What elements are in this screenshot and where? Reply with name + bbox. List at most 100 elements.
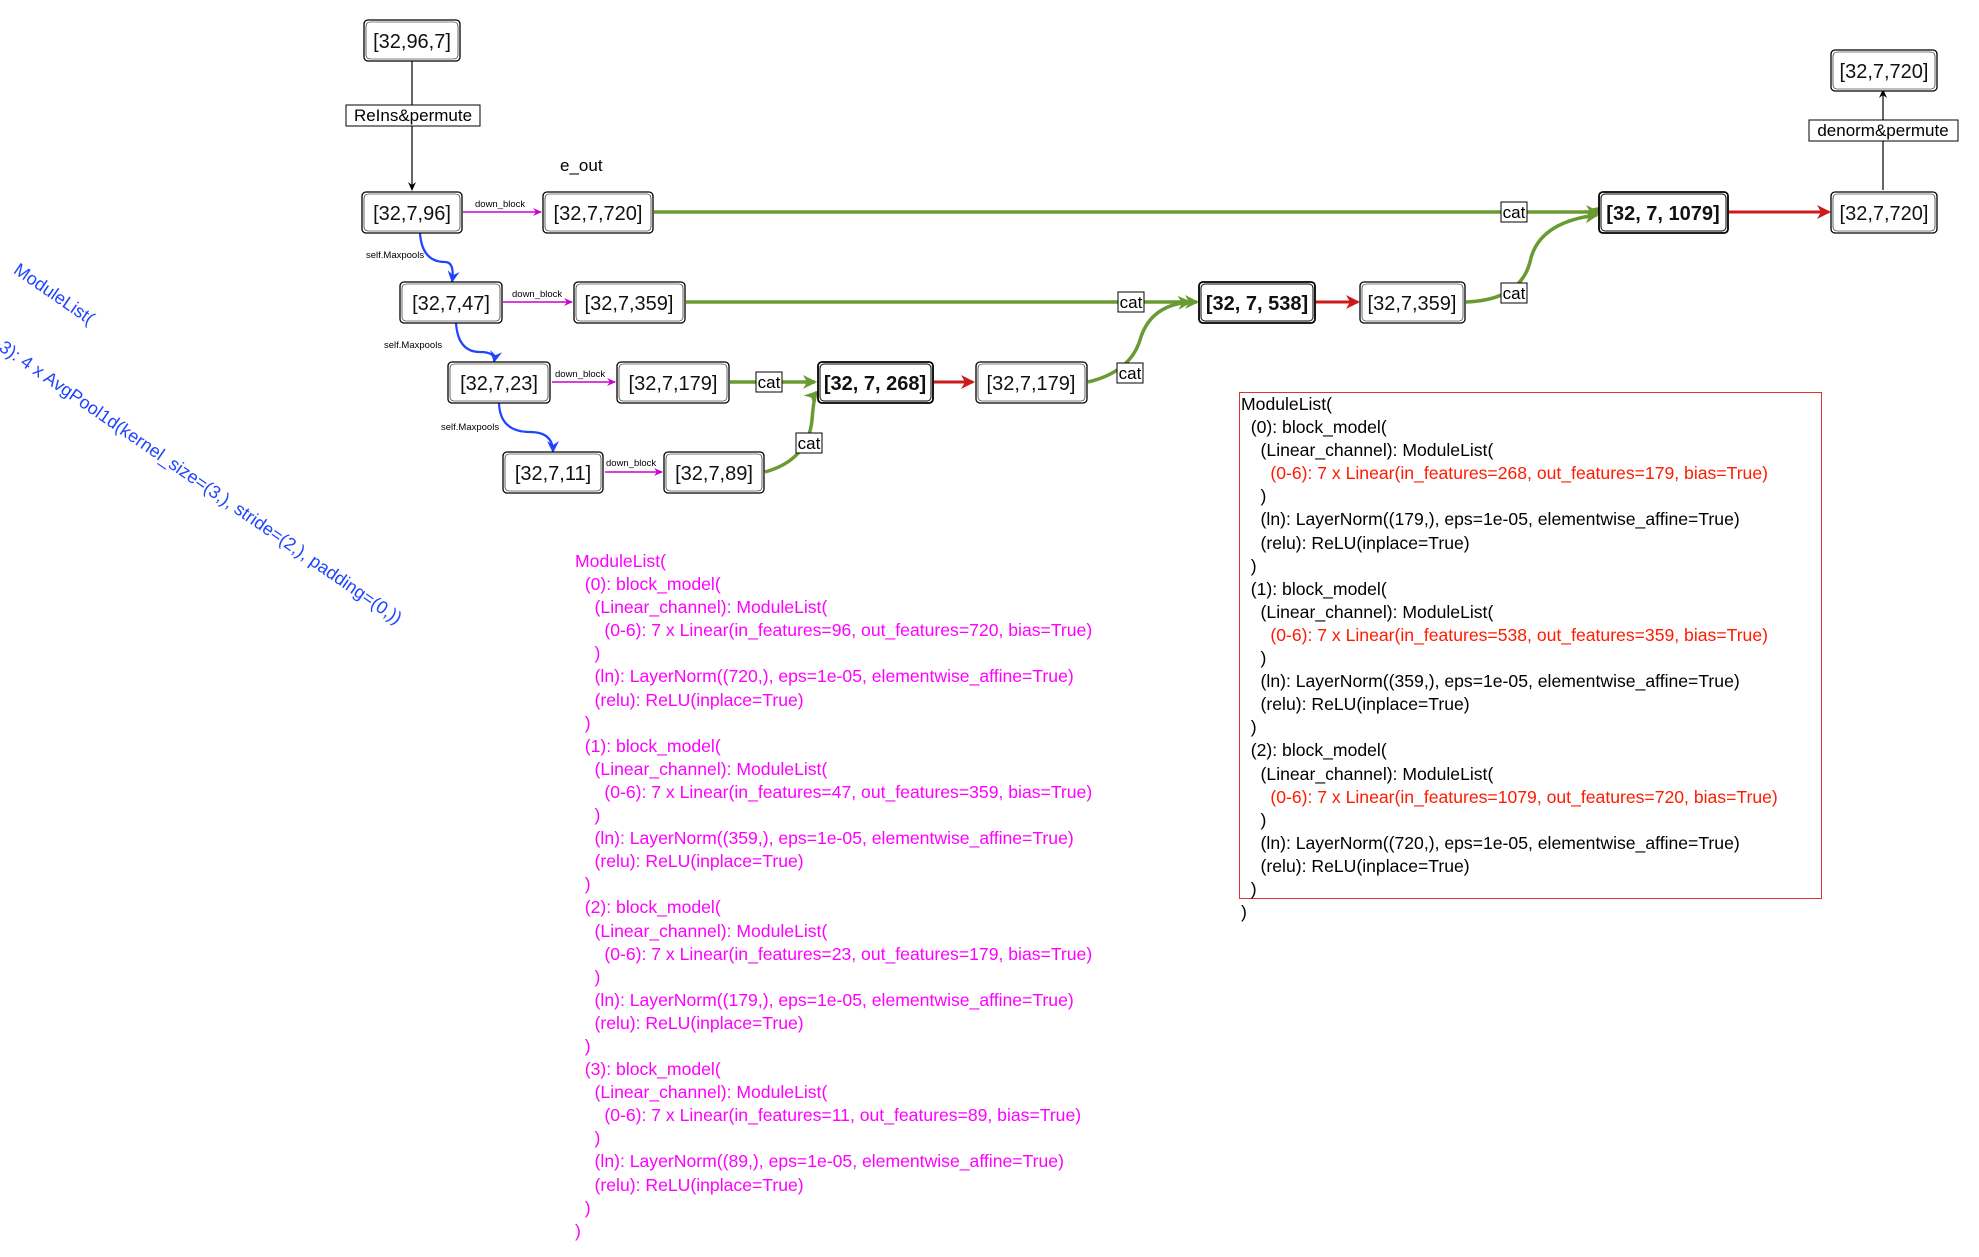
encoder-code-line: ModuleList( (575, 551, 666, 571)
encoder-code-line: ) (575, 874, 591, 895)
svg-text:[32,7,720]: [32,7,720] (1840, 203, 1929, 225)
node-d359: [32,7,359] (573, 281, 686, 324)
decoder-code-line-highlight: (0-6): 7 x Linear(in_features=268, out_f… (1241, 463, 1768, 484)
svg-text:[32,7,359]: [32,7,359] (585, 293, 674, 315)
decoder-code-line: ) (1241, 878, 1257, 899)
svg-text:cat: cat (758, 373, 781, 392)
svg-text:[32,7,89]: [32,7,89] (675, 463, 753, 485)
node-c268: [32, 7, 268] (817, 361, 934, 404)
down-block-label-0: down_block (475, 199, 525, 210)
svg-text:cat: cat (1119, 364, 1142, 383)
svg-text:cat: cat (1120, 293, 1143, 312)
encoder-code-line: (relu): ReLU(inplace=True) (575, 689, 804, 710)
encoder-code-line: (0-6): 7 x Linear(in_features=11, out_fe… (575, 1105, 1082, 1126)
encoder-code-line: ) (575, 1128, 601, 1149)
svg-text:[32, 7, 268]: [32, 7, 268] (824, 373, 926, 395)
svg-text:[32,7,96]: [32,7,96] (373, 203, 451, 225)
encoder-code-line: (2): block_model( (575, 897, 721, 918)
encoder-code-line: ) (575, 1220, 581, 1241)
encoder-module-code: ModuleList( (0): block_model( (Linear_ch… (575, 550, 1092, 1243)
node-d179: [32,7,179] (616, 361, 730, 404)
svg-text:[32,7,179]: [32,7,179] (987, 373, 1076, 395)
edge-green-r359 (1465, 209, 1599, 304)
svg-text:[32, 7, 1079]: [32, 7, 1079] (1606, 203, 1719, 225)
decoder-code-line: ) (1241, 486, 1267, 507)
decoder-code-line: (relu): ReLU(inplace=True) (1241, 694, 1470, 715)
encoder-code-line: ) (575, 712, 591, 733)
svg-text:cat: cat (1503, 203, 1526, 222)
encoder-code-line: (ln): LayerNorm((179,), eps=1e-05, eleme… (575, 989, 1074, 1010)
decoder-code-line: (ln): LayerNorm((359,), eps=1e-05, eleme… (1241, 671, 1740, 692)
node-c1079: [32, 7, 1079] (1598, 191, 1729, 234)
node-r720: [32,7,720] (1830, 191, 1938, 234)
encoder-code-line: ) (575, 1035, 591, 1056)
svg-text:cat: cat (798, 434, 821, 453)
encoder-code-line: ) (575, 1197, 591, 1218)
decoder-code-line: (relu): ReLU(inplace=True) (1241, 532, 1470, 553)
revin-permute-label: ReIns&permute (345, 104, 481, 127)
cat-label-5: cat (1116, 362, 1144, 384)
node-input: [32,96,7] (363, 19, 461, 62)
cat-label-2: cat (1117, 291, 1145, 313)
svg-text:[32,7,359]: [32,7,359] (1368, 293, 1457, 315)
decoder-code-line: ) (1241, 717, 1257, 738)
svg-text:[32, 7, 538]: [32, 7, 538] (1206, 293, 1308, 315)
decoder-code-line: ) (1241, 555, 1257, 576)
node-n96: [32,7,96] (361, 191, 463, 234)
node-n23: [32,7,23] (447, 361, 551, 404)
svg-text:[32,7,11]: [32,7,11] (515, 463, 591, 485)
edge-maxpool-2 (497, 402, 559, 453)
maxpools-label-1: self.Maxpools (384, 340, 442, 351)
svg-text:cat: cat (1503, 284, 1526, 303)
decoder-code-line: (Linear_channel): ModuleList( (1241, 601, 1494, 622)
node-n11: [32,7,11] (502, 451, 604, 494)
cat-label-1: cat (1500, 201, 1528, 223)
svg-text:[32,96,7]: [32,96,7] (373, 31, 451, 53)
cat-label-4: cat (755, 371, 783, 393)
node-d720: [32,7,720] (542, 191, 654, 234)
encoder-code-line: (relu): ReLU(inplace=True) (575, 1012, 804, 1033)
down-block-label-3: down_block (606, 458, 656, 469)
edge-maxpool-1 (454, 322, 503, 363)
encoder-code-line: (ln): LayerNorm((89,), eps=1e-05, elemen… (575, 1151, 1064, 1172)
denorm-permute-label: denorm&permute (1808, 119, 1959, 142)
encoder-code-line: ) (575, 805, 601, 826)
decoder-code-line: ) (1241, 648, 1267, 669)
encoder-code-line: (Linear_channel): ModuleList( (575, 758, 828, 779)
e-out-label: e_out (560, 156, 603, 175)
encoder-code-line: (3): block_model( (575, 1059, 721, 1080)
svg-text:denorm&permute: denorm&permute (1817, 121, 1948, 140)
encoder-code-line: (ln): LayerNorm((720,), eps=1e-05, eleme… (575, 666, 1074, 687)
encoder-code-line: (0-6): 7 x Linear(in_features=23, out_fe… (575, 943, 1093, 964)
decoder-code-line-highlight: (0-6): 7 x Linear(in_features=538, out_f… (1241, 624, 1768, 645)
svg-text:[32,7,720]: [32,7,720] (1840, 61, 1929, 83)
decoder-code-line: (2): block_model( (1241, 740, 1387, 761)
node-c538: [32, 7, 538] (1198, 281, 1316, 324)
svg-text:[32,7,47]: [32,7,47] (412, 293, 490, 315)
maxpools-label-0: self.Maxpools (366, 250, 424, 261)
cat-label-3: cat (1500, 282, 1528, 304)
encoder-code-line: ) (575, 966, 601, 987)
decoder-code-line: ) (1241, 809, 1267, 830)
encoder-code-line: (1): block_model( (575, 735, 721, 756)
decoder-module-code: ModuleList( (0): block_model( (Linear_ch… (1239, 392, 1822, 922)
node-output: [32,7,720] (1830, 49, 1938, 92)
encoder-code-line: (0-6): 7 x Linear(in_features=47, out_fe… (575, 781, 1093, 802)
encoder-code-line: (relu): ReLU(inplace=True) (575, 851, 804, 872)
decoder-code-line-highlight: (0-6): 7 x Linear(in_features=1079, out_… (1241, 786, 1778, 807)
decoder-code-line: ) (1241, 902, 1247, 923)
encoder-code-line: (relu): ReLU(inplace=True) (575, 1174, 804, 1195)
edge-green-89 (764, 390, 819, 474)
down-block-label-2: down_block (555, 369, 605, 380)
decoder-code-line: (ln): LayerNorm((179,), eps=1e-05, eleme… (1241, 509, 1740, 530)
svg-text:[32,7,720]: [32,7,720] (554, 203, 643, 225)
node-r179: [32,7,179] (975, 361, 1088, 404)
svg-text:[32,7,23]: [32,7,23] (460, 373, 538, 395)
decoder-code-line: (1): block_model( (1241, 578, 1387, 599)
node-d89: [32,7,89] (663, 451, 765, 494)
encoder-code-line: (0): block_model( (575, 574, 721, 595)
encoder-code-line: ) (575, 643, 601, 664)
decoder-code-line: ModuleList( (1241, 394, 1332, 414)
node-r359: [32,7,359] (1359, 281, 1466, 324)
